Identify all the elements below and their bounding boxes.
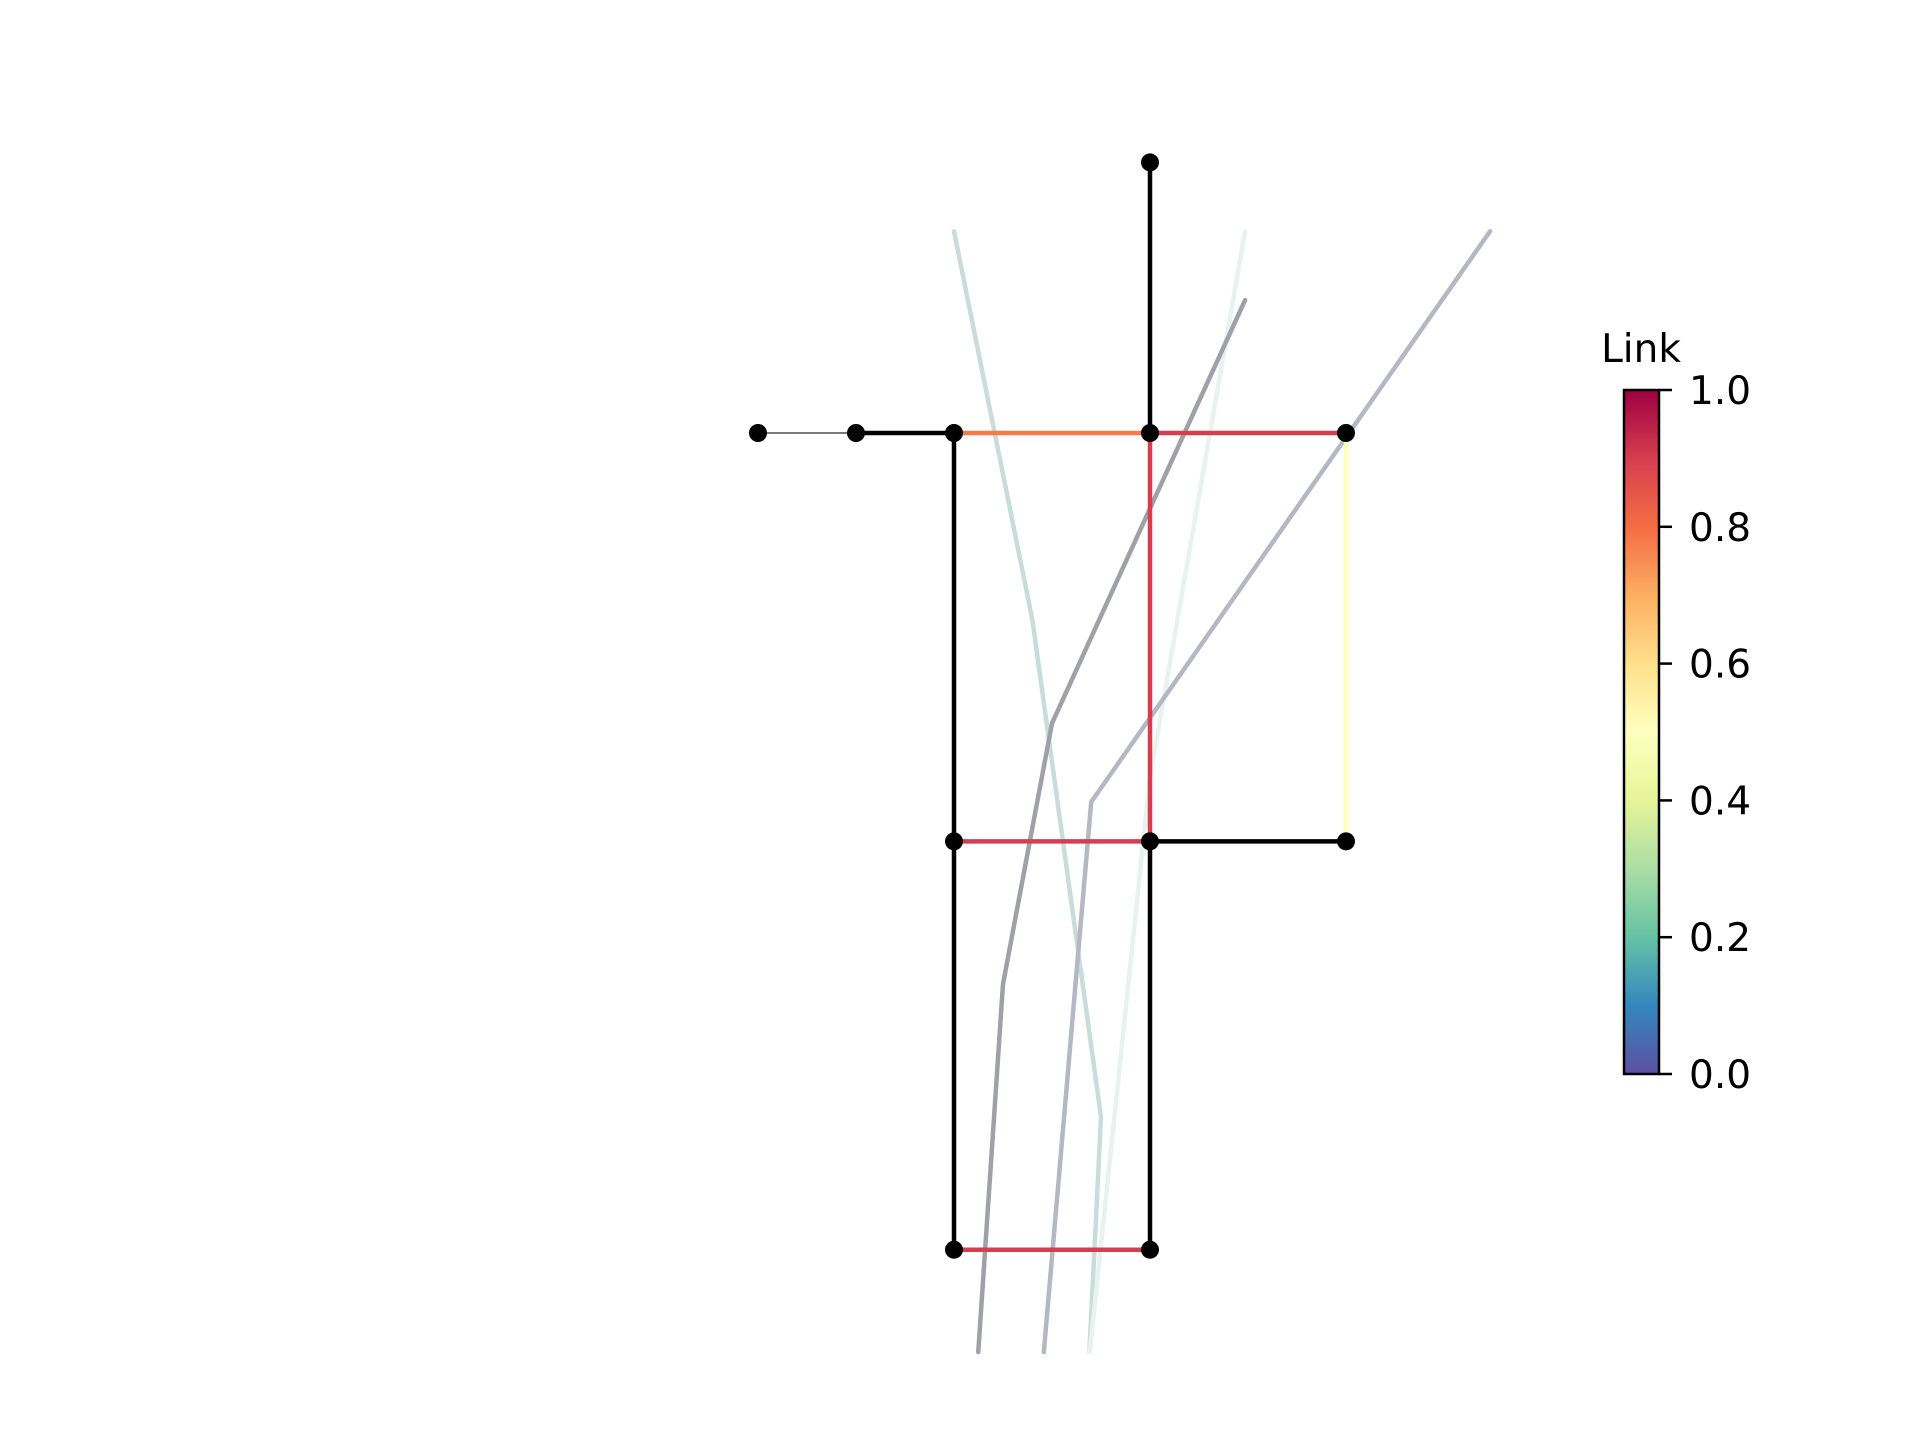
network-node	[847, 424, 865, 442]
overlay-line	[951, 229, 1104, 1355]
network-node	[1141, 1240, 1159, 1259]
colorbar-tick-label: 1.0	[1689, 369, 1751, 414]
network-node	[1337, 424, 1355, 442]
colorbar-ticks: 0.0 0.2 0.4 0.6 0.8 1.0	[1659, 369, 1751, 1098]
overlay-line	[1041, 229, 1493, 1355]
network-node	[1141, 153, 1159, 172]
colorbar-title: Link	[1601, 327, 1681, 372]
colorbar-tick-label: 0.2	[1689, 916, 1751, 961]
network-node	[1141, 832, 1159, 851]
network-nodes	[749, 153, 1355, 1259]
colorbar-fill	[1624, 390, 1659, 1074]
network-node	[1337, 832, 1355, 851]
colorbar-tick-label: 0.8	[1689, 506, 1751, 551]
network-node	[945, 1240, 963, 1259]
overlay-line	[1087, 229, 1248, 1355]
network-node	[749, 424, 767, 442]
colorbar-tick-label: 0.6	[1689, 643, 1751, 688]
overlay-lines	[951, 229, 1493, 1355]
network-node	[945, 424, 963, 442]
colorbar: Link 0.0 0.2 0.4 0.6 0.8 1.0	[1601, 327, 1751, 1098]
colorbar-tick-label: 0.0	[1689, 1053, 1751, 1098]
colorbar-tick-label: 0.4	[1689, 779, 1751, 824]
network-node	[1141, 424, 1159, 442]
network-links	[758, 162, 1349, 1252]
network-node	[945, 832, 963, 851]
colorbar-frame	[1622, 388, 1661, 1076]
